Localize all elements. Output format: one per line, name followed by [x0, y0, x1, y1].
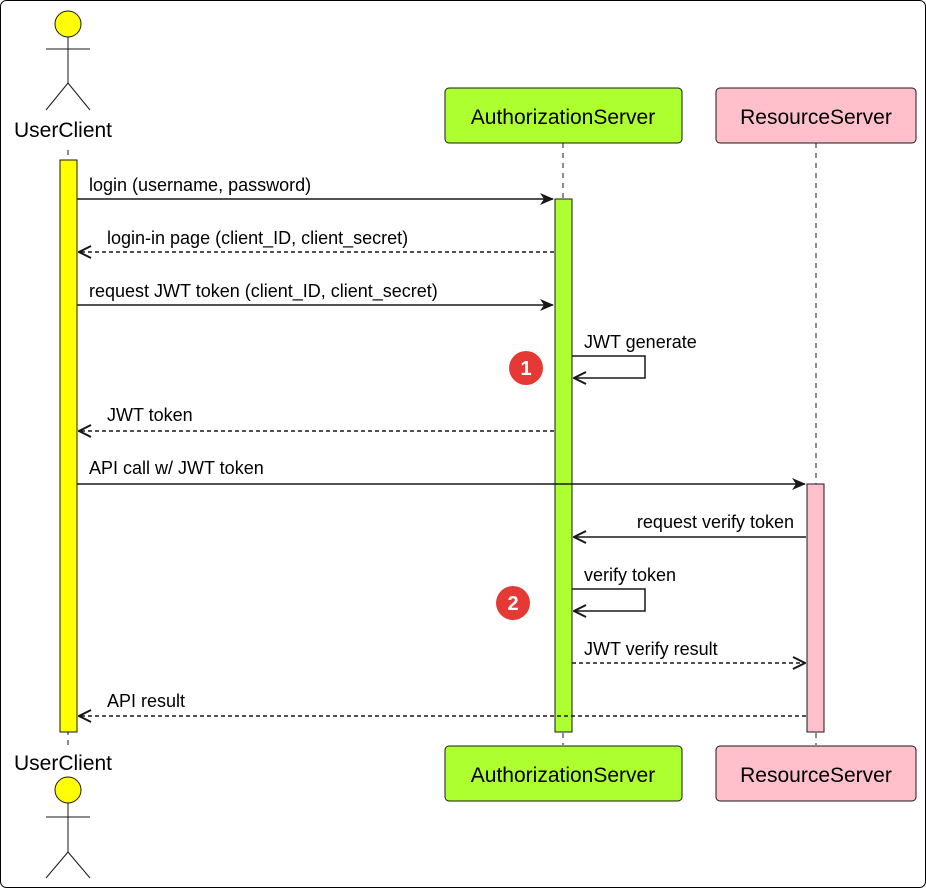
message-arrow	[572, 588, 646, 611]
participant-box	[715, 745, 917, 802]
actor-head	[54, 10, 82, 38]
step-marker-number: 1	[520, 358, 531, 380]
participant-label: AuthorizationServer	[471, 106, 655, 129]
participant-label: UserClient	[14, 752, 112, 775]
participant-box	[715, 87, 917, 144]
message-jwt-token: JWT token	[79, 405, 554, 431]
participant-label: ResourceServer	[740, 764, 892, 787]
message-api-result: API result	[79, 691, 806, 716]
participant-label: UserClient	[14, 119, 112, 142]
actor-leg-right	[67, 851, 91, 879]
activation-bar-authorizationserver	[554, 198, 573, 733]
actor-head	[54, 776, 82, 804]
message-label: API result	[107, 691, 185, 711]
message-request-verify-token: request verify token	[574, 512, 806, 537]
message-label: request JWT token (client_ID, client_sec…	[89, 281, 438, 302]
message-api-call: API call w/ JWT token	[77, 458, 806, 490]
step-marker-number: 2	[507, 593, 518, 615]
participant-resourceserver-bottom: ResourceServer	[715, 745, 917, 802]
message-login-page: login-in page (client_ID, client_secret)	[79, 228, 554, 252]
participant-box	[444, 87, 683, 144]
message-request-jwt-token: request JWT token (client_ID, client_sec…	[77, 281, 554, 311]
step-marker-badge	[496, 586, 530, 620]
message-jwt-verify-result: JWT verify result	[572, 639, 805, 663]
participant-label: AuthorizationServer	[471, 764, 655, 787]
message-label: JWT token	[107, 405, 193, 425]
actor-leg-right	[67, 82, 91, 111]
participant-resourceserver-top: ResourceServer	[715, 87, 917, 144]
activation-bar-resourceserver	[806, 483, 825, 733]
participant-userclient-bottom: UserClient	[14, 752, 112, 879]
message-label: JWT verify result	[584, 639, 718, 659]
participant-label: ResourceServer	[740, 106, 892, 129]
message-label: API call w/ JWT token	[89, 458, 264, 478]
participant-authorizationserver-bottom: AuthorizationServer	[444, 745, 683, 802]
message-jwt-generate: JWT generate 1	[509, 332, 697, 385]
participant-userclient-top: UserClient	[14, 10, 112, 142]
message-login: login (username, password)	[77, 175, 554, 205]
activation-bar-userclient	[59, 159, 78, 733]
participant-box	[444, 745, 683, 802]
message-verify-token: verify token 2	[496, 565, 676, 620]
message-label: login (username, password)	[89, 175, 311, 195]
step-marker-badge	[509, 351, 543, 385]
message-arrow	[572, 355, 646, 378]
message-label: JWT generate	[584, 332, 697, 352]
message-label: login-in page (client_ID, client_secret)	[107, 228, 408, 249]
message-label: verify token	[584, 565, 676, 585]
actor-leg-left	[45, 851, 69, 879]
actor-leg-left	[45, 82, 69, 111]
participant-authorizationserver-top: AuthorizationServer	[444, 87, 683, 144]
message-label: request verify token	[637, 512, 794, 532]
